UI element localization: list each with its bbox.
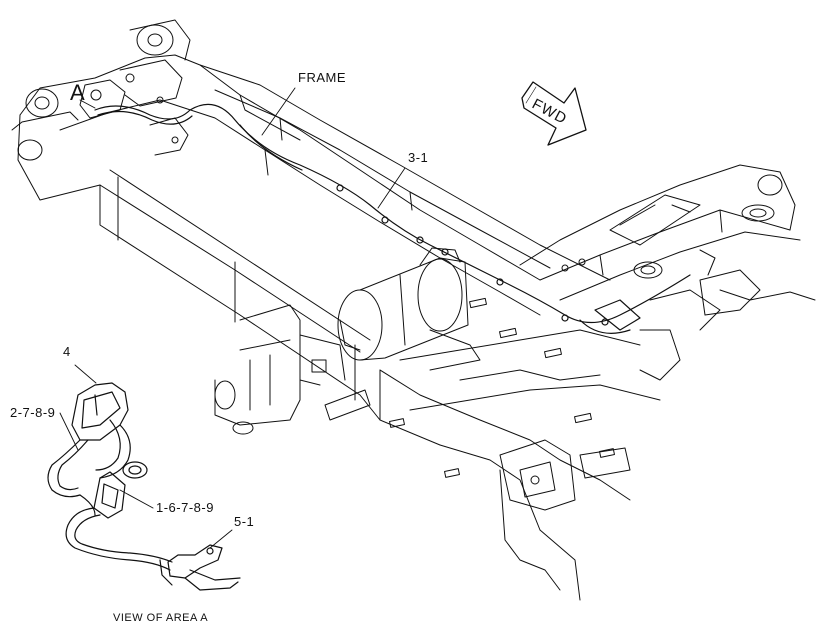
callout-2-7-8-9: 2-7-8-9 xyxy=(10,405,56,420)
fwd-arrow-icon xyxy=(521,81,587,146)
frame-label: FRAME xyxy=(298,70,346,85)
rear-bosses xyxy=(11,19,191,161)
right-frame-rail xyxy=(199,64,611,281)
callout-4: 4 xyxy=(63,344,71,359)
leader-lines xyxy=(59,87,406,549)
wiring-harness xyxy=(94,103,691,334)
callout-5-1: 5-1 xyxy=(234,514,255,529)
lower-front-frame xyxy=(379,297,661,601)
view-caption: VIEW OF AREA A xyxy=(113,612,209,624)
left-support xyxy=(214,304,371,435)
front-cross-member xyxy=(519,164,816,381)
area-a-marker: A xyxy=(70,80,85,105)
area-a-detail xyxy=(47,382,241,591)
callout-1-6-7-8-9: 1-6-7-8-9 xyxy=(156,500,214,515)
left-frame-rail xyxy=(17,54,541,421)
callout-3-1: 3-1 xyxy=(408,150,429,165)
